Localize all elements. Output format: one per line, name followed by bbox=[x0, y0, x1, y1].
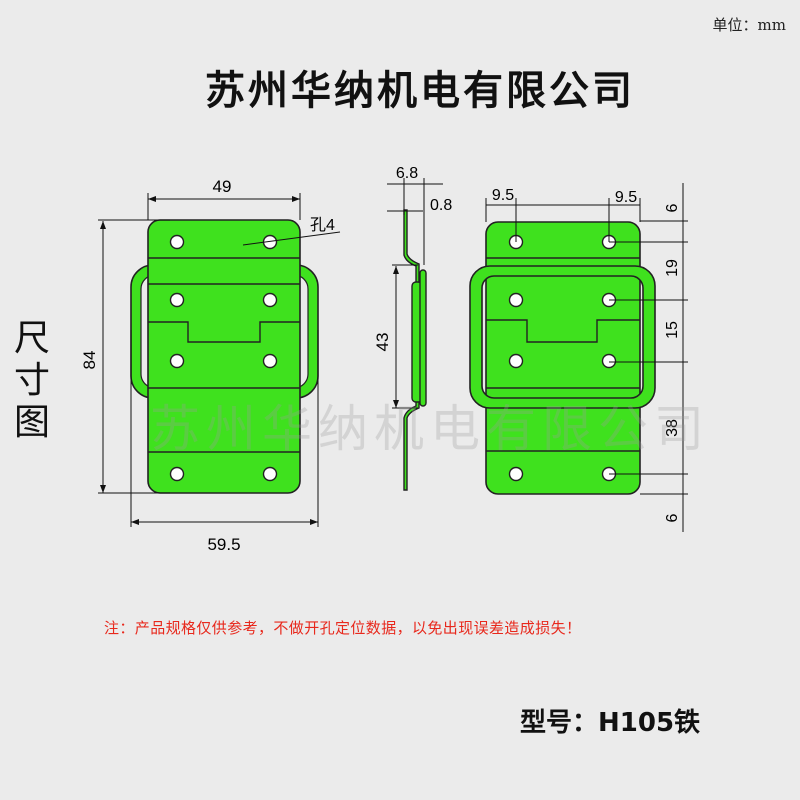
spacing-label: 6 bbox=[664, 203, 681, 212]
spacing-label: 38 bbox=[664, 419, 681, 437]
company-title: 苏州华纳机电有限公司 bbox=[205, 67, 635, 114]
depth-label: 6.8 bbox=[396, 165, 418, 182]
front-view bbox=[130, 219, 319, 494]
dimension-drawing-label: 尺寸图 bbox=[14, 318, 51, 443]
handle-height-label: 43 bbox=[373, 333, 392, 352]
model-number: 型号：H105铁 bbox=[520, 708, 701, 738]
edge-left-label: 9.5 bbox=[492, 187, 514, 204]
height-84-label: 84 bbox=[80, 351, 99, 370]
mounting-holes bbox=[169, 234, 278, 482]
spacing-label: 15 bbox=[664, 321, 681, 339]
handle-ring bbox=[469, 265, 656, 409]
spacing-label: 6 bbox=[664, 513, 681, 522]
back-view bbox=[469, 221, 656, 495]
thickness-label: 0.8 bbox=[430, 197, 452, 214]
side-view bbox=[403, 209, 427, 491]
watermark: 苏州华纳机电有限公司 bbox=[150, 401, 710, 457]
disclaimer-note: 注：产品规格仅供参考，不做开孔定位数据，以免出现误差造成损失！ bbox=[104, 619, 582, 637]
back-dimensions bbox=[485, 183, 688, 532]
base-plate bbox=[485, 221, 641, 495]
side-dimensions bbox=[387, 178, 443, 409]
front-dimensions bbox=[98, 193, 341, 527]
base-plate bbox=[147, 219, 301, 494]
width-49-label: 49 bbox=[213, 177, 232, 196]
unit-label: 单位：mm bbox=[712, 16, 786, 34]
edge-right-label: 9.5 bbox=[615, 189, 637, 206]
spacing-label: 19 bbox=[664, 259, 681, 277]
handle-width-label: 59.5 bbox=[207, 535, 240, 554]
mounting-holes bbox=[508, 234, 617, 482]
hole-label: 孔4 bbox=[310, 216, 335, 234]
